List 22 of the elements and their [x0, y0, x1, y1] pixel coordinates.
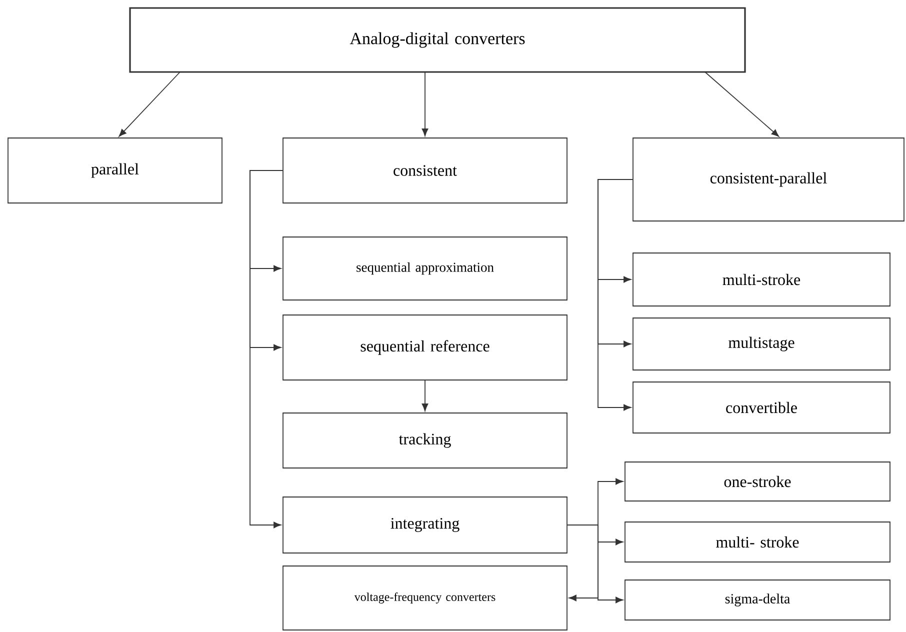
- category-box: multi- stroke: [624, 522, 890, 562]
- category-box: convertible: [632, 382, 890, 434]
- category-box: sequential approximation: [282, 236, 568, 300]
- arrow: [598, 179, 633, 411]
- arrow: [422, 72, 428, 136]
- category-box: parallel: [8, 138, 222, 204]
- category-box: multi-stroke: [632, 252, 890, 306]
- arrow: [118, 72, 180, 137]
- category-box: voltage-frequency converters: [282, 566, 568, 630]
- category-box: tracking: [282, 412, 568, 468]
- category-box: sigma-delta: [624, 580, 890, 620]
- category-box: sequential reference: [282, 314, 568, 380]
- arrow: [250, 170, 283, 528]
- category-box: consistent: [282, 138, 568, 204]
- category-box: one-stroke: [624, 462, 890, 502]
- arrow: [567, 524, 624, 604]
- title-box: Analog-digital converters: [129, 7, 746, 73]
- category-box: consistent-parallel: [632, 138, 904, 222]
- arrow: [704, 72, 780, 137]
- category-box: multistage: [632, 318, 890, 370]
- category-box: integrating: [282, 496, 568, 554]
- arrow: [422, 380, 428, 412]
